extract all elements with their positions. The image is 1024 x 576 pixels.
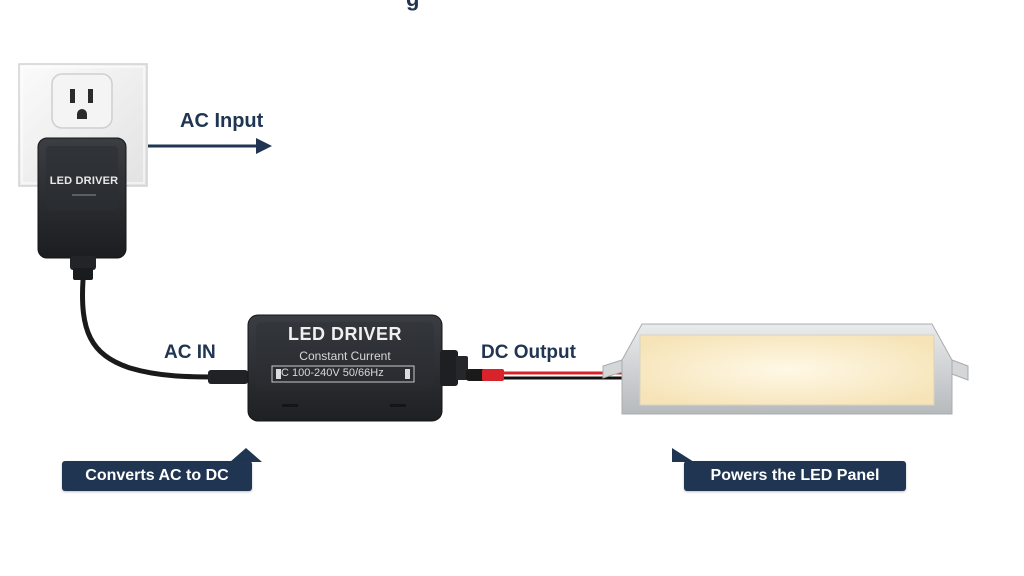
driver-box-subtitle: Constant Current xyxy=(299,349,391,363)
callout-converts: Converts AC to DC xyxy=(62,461,252,491)
callout-left-tail xyxy=(230,448,262,462)
callout-right-tail xyxy=(672,448,694,462)
ac-input-label: AC Input xyxy=(180,110,264,132)
ac-cable xyxy=(80,277,223,380)
arrow-right-icon xyxy=(148,138,272,154)
plug-adapter-icon xyxy=(37,137,127,280)
led-driver-box xyxy=(247,314,468,422)
callout-powers: Powers the LED Panel xyxy=(684,461,906,491)
led-panel-icon xyxy=(602,323,969,415)
dc-cable xyxy=(466,369,622,381)
driver-box-title: LED DRIVER xyxy=(287,324,402,344)
diagram-title-fragment: g xyxy=(406,0,419,12)
ac-cable-strain-relief xyxy=(208,370,248,384)
dc-output-label: DC Output xyxy=(481,342,576,363)
ac-in-label: AC IN xyxy=(164,342,216,363)
driver-box-spec: C 100-240V 50/66Hz xyxy=(281,367,384,379)
plug-adapter-label: LED DRIVER xyxy=(49,175,119,187)
